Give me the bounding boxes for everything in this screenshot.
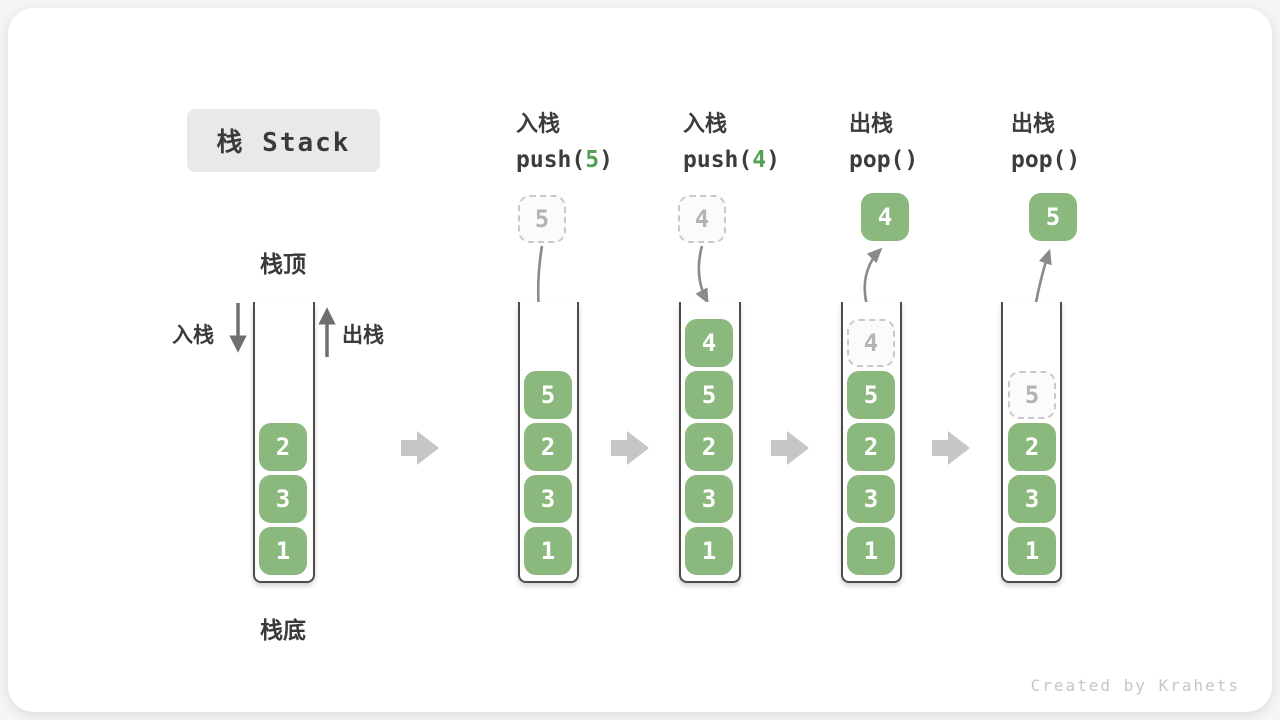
stack-cell: 3 xyxy=(524,475,572,523)
op-label-push-4: 入栈 push(4) xyxy=(683,106,780,173)
stack-top-label: 栈顶 xyxy=(260,252,306,278)
op-arg: 4 xyxy=(752,147,767,173)
diagram-title-text: 栈 Stack xyxy=(216,128,351,158)
stack-cell: 4 xyxy=(685,319,733,367)
incoming-element-ghost: 5 xyxy=(518,195,566,243)
op-code-label: push(4) xyxy=(683,147,780,173)
stack-cell: 3 xyxy=(685,475,733,523)
diagram-title: 栈 Stack xyxy=(187,109,380,172)
op-label-pop-1: 出栈 pop() xyxy=(849,106,918,173)
stack-cell: 5 xyxy=(524,371,572,419)
stack-cell: 2 xyxy=(524,423,572,471)
popped-element: 5 xyxy=(1029,193,1077,241)
stack-bottom-label: 栈底 xyxy=(260,618,306,644)
stack-cell: 3 xyxy=(1008,475,1056,523)
stack-cell: 3 xyxy=(847,475,895,523)
op-label-push-5: 入栈 push(5) xyxy=(516,106,613,173)
stack-cell: 2 xyxy=(1008,423,1056,471)
removed-slot-ghost: 4 xyxy=(847,319,895,367)
stack-cell: 5 xyxy=(685,371,733,419)
op-arg: 5 xyxy=(585,147,600,173)
op-cjk-label: 出栈 xyxy=(1011,112,1056,137)
stack-cell: 5 xyxy=(847,371,895,419)
stack-cell: 1 xyxy=(847,527,895,575)
stack-cell: 3 xyxy=(259,475,307,523)
incoming-element-ghost: 4 xyxy=(678,195,726,243)
pop-side-label: 出栈 xyxy=(342,323,384,347)
popped-element: 4 xyxy=(861,193,909,241)
stack-cell: 1 xyxy=(524,527,572,575)
stack-cell: 2 xyxy=(685,423,733,471)
op-label-pop-2: 出栈 pop() xyxy=(1011,106,1080,173)
stack-cell: 1 xyxy=(1008,527,1056,575)
watermark-credit: Created by Krahets xyxy=(1030,676,1240,695)
stack-cell: 2 xyxy=(259,423,307,471)
removed-slot-ghost: 5 xyxy=(1008,371,1056,419)
stack-cell: 1 xyxy=(259,527,307,575)
stack-cell: 2 xyxy=(847,423,895,471)
op-cjk-label: 入栈 xyxy=(683,112,728,137)
op-code-label: pop() xyxy=(849,147,919,173)
push-side-label: 入栈 xyxy=(172,323,214,347)
op-cjk-label: 出栈 xyxy=(849,112,894,137)
op-code-label: pop() xyxy=(1011,147,1081,173)
op-code-label: push(5) xyxy=(516,147,613,173)
stack-cell: 1 xyxy=(685,527,733,575)
op-cjk-label: 入栈 xyxy=(516,112,561,137)
